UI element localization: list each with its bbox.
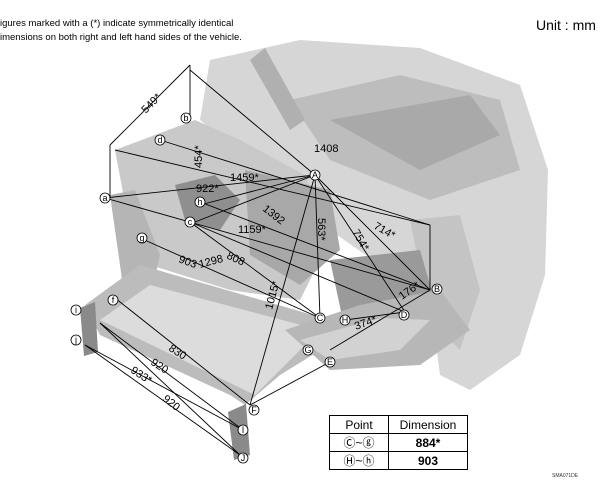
point-h-marker: h [194,196,206,208]
point-j-label: j [74,335,77,345]
point-H-marker: H [339,314,351,326]
dim-1159: 1159* [238,224,267,236]
table-row: Ⓗ~ⓗ 903 [329,451,468,470]
point-i-label: i [75,305,77,315]
point-d-marker: d [154,134,166,146]
point-G-label: G [304,345,311,355]
point-J-label: J [241,453,246,463]
point-J-marker: J [237,452,249,464]
point-I-label: I [242,425,245,435]
table-cell-dimension: 903 [388,451,468,470]
table-row: Ⓒ~ⓖ 884* [329,433,468,452]
note-line-1: igures marked with a (*) indicate symmet… [0,18,234,29]
point-i-marker: i [70,304,82,316]
point-j-marker: j [70,334,82,346]
table-cell-point: Ⓒ~ⓖ [329,433,389,452]
point-F-marker: F [248,404,260,416]
dim-454: 454* [193,145,205,168]
table-cell-dimension: 884* [388,433,468,452]
symmetric-dimension-note: igures marked with a (*) indicate symmet… [0,17,270,45]
point-markers: a b c d f g h i j A B C D E F G H I J [70,112,443,464]
point-b-label: b [183,113,188,123]
dim-903: 903 [177,254,198,272]
point-E-label: E [327,357,333,367]
table-cell-point: Ⓗ~ⓗ [329,451,389,470]
point-b-marker: b [180,112,192,124]
point-E-marker: E [324,356,336,368]
point-g-marker: g [136,232,148,244]
table-header-point: Point [329,415,389,434]
note-line-2: imensions on both right and left hand si… [0,32,242,43]
point-d-label: d [157,135,162,145]
measurement-lines [84,64,431,456]
point-A-marker: A [309,169,321,181]
point-A-label: A [312,170,318,180]
point-H-label: H [342,315,349,325]
point-C-marker: C [314,312,326,324]
point-c-marker: c [184,216,196,228]
point-C-label: C [317,313,324,323]
point-a-marker: a [99,192,111,204]
point-I-marker: I [237,424,249,436]
point-B-marker: B [431,283,443,295]
unit-label: Unit : mm [536,17,596,33]
figure-code: SMA071DE [552,473,579,479]
dim-922: 922* [196,183,219,195]
dim-563: 563* [315,218,327,241]
point-c-label: c [188,217,193,227]
dim-1459: 1459* [230,172,259,184]
point-G-marker: G [302,344,314,356]
point-h-label: h [197,197,202,207]
point-f-marker: f [107,294,119,306]
dim-1408: 1408 [314,143,338,155]
table-header-dimension: Dimension [388,415,468,434]
point-F-label: F [251,405,257,415]
dim-920-lower: 920 [160,393,182,414]
point-g-label: g [139,233,144,243]
point-B-label: B [434,284,440,294]
point-D-label: D [401,310,408,320]
point-a-label: a [102,193,107,203]
table-header-row: Point Dimension [329,415,468,434]
front-side-members [80,265,470,460]
point-D-marker: D [398,309,410,321]
point-dimension-table: Point Dimension Ⓒ~ⓖ 884* Ⓗ~ⓗ 903 [329,415,468,470]
point-f-label: f [112,295,115,305]
